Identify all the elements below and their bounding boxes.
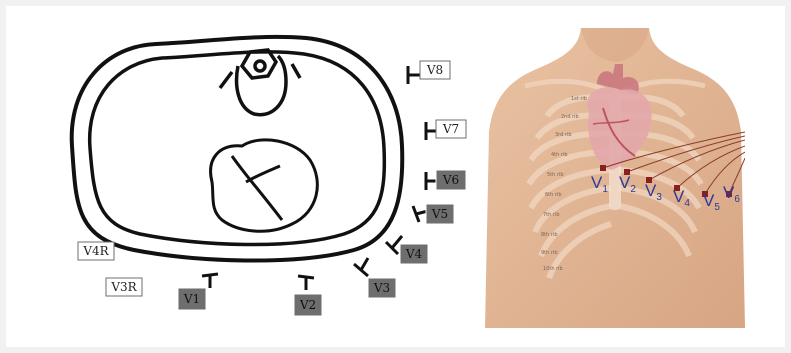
lead-box-v1: V1 [178, 288, 206, 310]
lead-box-v3: V3 [368, 278, 396, 298]
lead-label-v3r: V3R [110, 280, 137, 294]
lead-label-v5: V5 [431, 207, 448, 221]
lead-box-v5: V5 [426, 204, 454, 224]
lead-label-v3: V3 [373, 281, 390, 295]
chest-anatomy-illustration: 1st rib 2nd rib 3rd rib 4th rib 5th rib … [485, 28, 745, 328]
rib-label-8: 8th rib [541, 232, 558, 238]
lead-label-v2: V2 [299, 298, 316, 312]
rib-label-6: 6th rib [545, 192, 562, 198]
lead-label-v7: V7 [442, 122, 459, 136]
lead-label-v4r: V4R [82, 244, 109, 258]
lead-label-v1: V1 [183, 292, 200, 306]
figure-frame: V8 V7 V6 V5 V4 V3 V2 V1 [6, 6, 785, 347]
lead-marker-v2 [298, 276, 314, 290]
lead-label-v6: V6 [442, 173, 459, 187]
lead-box-v4r: V4R [78, 242, 114, 260]
rib-label-9: 9th rib [541, 250, 558, 256]
lead-label-v8: V8 [426, 63, 443, 77]
lead-box-v7: V7 [436, 120, 466, 138]
rib-label-1: 1st rib [571, 96, 587, 102]
lead-box-v6: V6 [436, 170, 466, 190]
lead-marker-v3 [354, 258, 368, 276]
rib-label-10: 10th rib [543, 266, 563, 272]
electrode-v1 [600, 165, 606, 171]
rib-label-3: 3rd rib [555, 132, 572, 138]
rib-label-7: 7th rib [543, 212, 560, 218]
lead-label-v4: V4 [405, 247, 423, 261]
lead-box-v3r: V3R [106, 278, 142, 296]
chest-cross-section-diagram: V8 V7 V6 V5 V4 V3 V2 V1 [6, 6, 486, 347]
lead-box-v2: V2 [294, 294, 322, 316]
heart-icon [211, 140, 318, 231]
rib-label-4: 4th rib [551, 152, 568, 158]
lead-marker-v1 [202, 274, 218, 288]
rib-label-2: 2nd rib [561, 114, 579, 120]
lead-box-v4: V4 [400, 244, 428, 264]
vertebra-icon [220, 50, 300, 115]
lead-box-v8: V8 [420, 61, 450, 79]
rib-label-5: 5th rib [547, 172, 564, 178]
